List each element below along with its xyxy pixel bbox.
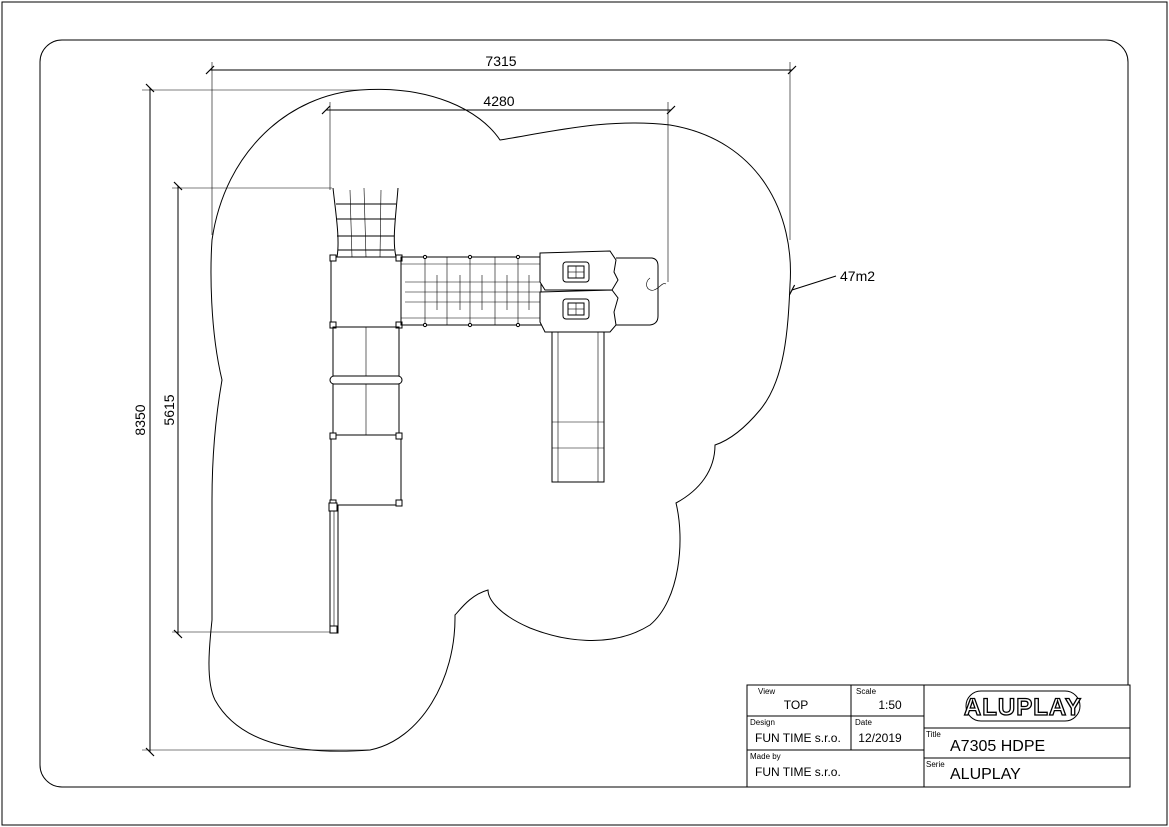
tower-platform-lower bbox=[329, 432, 403, 507]
slide bbox=[551, 332, 605, 483]
madeby-label: Made by bbox=[750, 752, 781, 761]
logo-text: ALUPLAY bbox=[964, 694, 1082, 721]
tunnel-bridge bbox=[329, 326, 403, 436]
area-annotation: 47m2 bbox=[788, 268, 875, 296]
tower-platform-right bbox=[539, 250, 667, 333]
scale-label: Scale bbox=[856, 687, 877, 696]
tower-platform-upper bbox=[329, 254, 403, 329]
climbing-ladder bbox=[332, 187, 399, 258]
title-block: View TOP Scale 1:50 Design FUN TIME s.r.… bbox=[746, 684, 1131, 788]
area-label: 47m2 bbox=[840, 268, 875, 284]
inner-height-label: 5615 bbox=[161, 394, 177, 425]
design-value: FUN TIME s.r.o. bbox=[755, 731, 841, 745]
serie-label: Serie bbox=[926, 760, 945, 769]
serie-value: ALUPLAY bbox=[950, 766, 1021, 783]
dimension-inner-width: 4280 bbox=[321, 93, 676, 282]
inner-frame bbox=[39, 39, 1129, 788]
aluplay-logo: ALUPLAY bbox=[963, 690, 1082, 722]
safety-zone-outline bbox=[208, 88, 791, 752]
inner-width-label: 4280 bbox=[483, 93, 514, 109]
dimension-total-width: 7315 bbox=[205, 53, 797, 240]
total-height-label: 8350 bbox=[132, 404, 148, 435]
title-value: A7305 HDPE bbox=[950, 738, 1045, 755]
title-label: Title bbox=[926, 730, 941, 739]
madeby-value: FUN TIME s.r.o. bbox=[755, 765, 841, 779]
total-width-label: 7315 bbox=[485, 53, 516, 69]
play-structure bbox=[328, 187, 667, 634]
view-label: View bbox=[758, 687, 775, 696]
dimension-inner-height: 5615 bbox=[161, 181, 334, 639]
net-bridge bbox=[400, 254, 542, 328]
scale-value: 1:50 bbox=[878, 698, 902, 712]
access-ladder bbox=[328, 502, 339, 634]
date-label: Date bbox=[855, 718, 872, 727]
view-value: TOP bbox=[784, 698, 808, 712]
dimension-total-height: 8350 bbox=[132, 83, 370, 757]
design-label: Design bbox=[750, 718, 775, 727]
date-value: 12/2019 bbox=[858, 731, 902, 745]
